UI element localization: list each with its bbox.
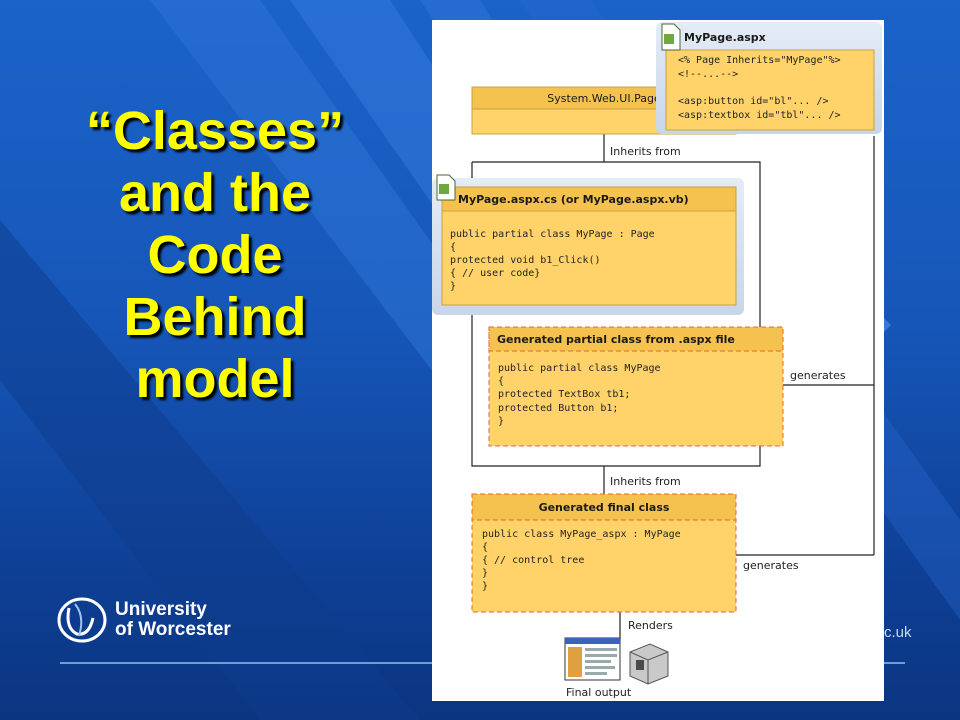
university-logo: University of Worcester bbox=[55, 596, 285, 644]
generates-label: generates bbox=[743, 559, 799, 572]
codebehind-code-line: protected void b1_Click() bbox=[450, 255, 601, 266]
university-emblem-icon bbox=[57, 597, 107, 643]
logo-line-2: of Worcester bbox=[115, 619, 231, 640]
generated-partial-header: Generated partial class from .aspx file bbox=[497, 333, 735, 346]
codebehind-code-line: { bbox=[450, 242, 456, 253]
aspx-file-icon bbox=[661, 23, 681, 51]
final-code-line: } bbox=[482, 568, 488, 579]
logo-line-1: University bbox=[115, 599, 207, 620]
codebehind-file-icon bbox=[436, 174, 456, 201]
generated-partial-class-box: Generated partial class from .aspx file … bbox=[488, 326, 784, 447]
title-line: “Classes” bbox=[85, 101, 345, 161]
generated-final-header: Generated final class bbox=[539, 501, 670, 514]
partial-code-line: protected TextBox tb1; bbox=[498, 389, 630, 400]
codebehind-code-line: { // user code} bbox=[450, 268, 540, 279]
renders-label: Renders bbox=[628, 619, 673, 632]
page-class-header: System.Web.UI.Page bbox=[547, 92, 661, 105]
slide-title: “Classes” and the Code Behind model bbox=[60, 100, 370, 410]
final-code-line: { // control tree bbox=[482, 555, 584, 566]
final-output-label: Final output bbox=[566, 686, 632, 699]
aspx-code-line: <asp:button id="bl"... /> bbox=[678, 96, 829, 107]
aspx-file-group: MyPage.aspx <% Page Inherits="MyPage"%> … bbox=[656, 22, 882, 134]
final-code-line: } bbox=[482, 581, 488, 592]
final-code-line: { bbox=[482, 542, 488, 553]
aspx-file-header: MyPage.aspx bbox=[684, 31, 766, 44]
final-code-line: public class MyPage_aspx : MyPage bbox=[482, 529, 681, 540]
browser-window-icon bbox=[564, 637, 621, 681]
inherits-from-label: Inherits from bbox=[610, 475, 681, 488]
diagram-panel: System.Web.UI.Page MyPage.aspx <% Page I… bbox=[432, 20, 884, 701]
title-line: Code bbox=[147, 225, 283, 285]
codebehind-header: MyPage.aspx.cs (or MyPage.aspx.vb) bbox=[458, 193, 689, 206]
aspx-code-line: <!--...--> bbox=[678, 69, 738, 80]
triangle-marker-icon bbox=[884, 318, 891, 332]
title-line: model bbox=[135, 349, 295, 409]
aspx-code-line: <asp:textbox id="tbl"... /> bbox=[678, 110, 841, 121]
partial-code-line: { bbox=[498, 376, 504, 387]
codebehind-code-line: } bbox=[450, 281, 456, 292]
codebehind-file-group: MyPage.aspx.cs (or MyPage.aspx.vb) publi… bbox=[432, 174, 744, 315]
code-behind-diagram: System.Web.UI.Page MyPage.aspx <% Page I… bbox=[432, 22, 882, 699]
computer-icon bbox=[629, 643, 669, 685]
generates-label: generates bbox=[790, 369, 846, 382]
codebehind-code-line: public partial class MyPage : Page bbox=[450, 229, 655, 240]
title-line: Behind bbox=[123, 287, 307, 347]
inherits-from-label: Inherits from bbox=[610, 145, 681, 158]
title-line: and the bbox=[118, 163, 311, 223]
footer-url-fragment: c.uk bbox=[884, 624, 912, 641]
partial-code-line: protected Button b1; bbox=[498, 403, 618, 414]
partial-code-line: public partial class MyPage bbox=[498, 363, 661, 374]
generated-final-class-box: Generated final class public class MyPag… bbox=[471, 493, 737, 613]
partial-code-line: } bbox=[498, 416, 504, 427]
aspx-code-line: <% Page Inherits="MyPage"%> bbox=[678, 55, 841, 66]
